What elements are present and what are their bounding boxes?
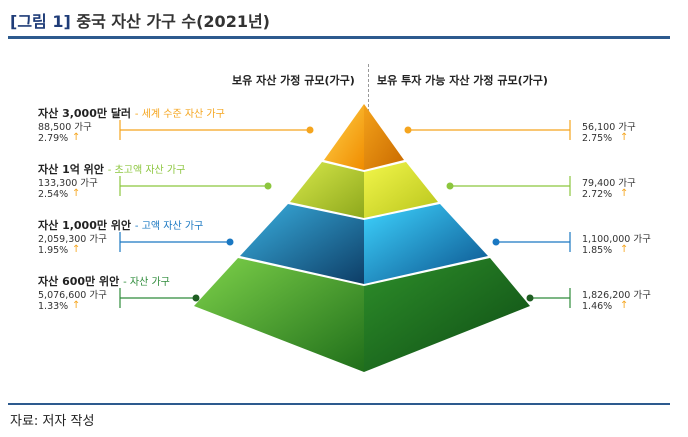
tier-1-title: 자산 3,000만 달러 - 세계 수준 자산 가구 bbox=[38, 105, 225, 121]
tier-2-total-arrow-icon: ↑ bbox=[72, 188, 81, 199]
tier-1-title-text: 자산 3,000만 달러 bbox=[38, 107, 132, 120]
tier-3-investable-households: 1,100,000 가구 bbox=[582, 234, 651, 245]
tier-4-investable-households: 1,826,200 가구 bbox=[582, 290, 651, 301]
tier-4-investable-growth: 1.46% bbox=[582, 301, 613, 312]
pyramid-tier-1-left bbox=[324, 104, 364, 170]
dot-left-tier-2 bbox=[264, 182, 272, 190]
tier-4-investable-arrow-icon: ↑ bbox=[620, 300, 629, 311]
tier-1-subtitle: - 세계 수준 자산 가구 bbox=[134, 109, 225, 120]
pyramid-tier-2-left bbox=[290, 162, 364, 218]
tier-2-investable-arrow-icon: ↑ bbox=[620, 188, 629, 199]
header-investable-assets: 보유 투자 가능 자산 가정 규모(가구) bbox=[377, 74, 548, 87]
tier-3-subtitle: - 고액 자산 가구 bbox=[134, 221, 204, 232]
tier-3-total-growth: 1.95% bbox=[38, 245, 69, 256]
tier-1-investable-households: 56,100 가구 bbox=[582, 122, 636, 133]
tier-3-investable-growth: 1.85% bbox=[582, 245, 613, 256]
tier-2-total-growth: 2.54% bbox=[38, 189, 69, 200]
pyramid-tier-1-right bbox=[364, 104, 404, 170]
tier-3-title-text: 자산 1,000만 위안 bbox=[38, 219, 132, 232]
figure-frame bbox=[8, 36, 670, 405]
tier-1-investable-arrow-icon: ↑ bbox=[620, 132, 629, 143]
pyramid-tier-3-right bbox=[364, 204, 488, 284]
pyramid-tier-2-right bbox=[364, 162, 438, 218]
pyramid-tier-4-left bbox=[194, 258, 364, 372]
tier-3-title: 자산 1,000만 위안 - 고액 자산 가구 bbox=[38, 217, 203, 233]
tier-2-investable-growth: 2.72% bbox=[582, 189, 613, 200]
figure-title-text: 중국 자산 가구 수(2021년) bbox=[76, 12, 270, 31]
tier-4-total-growth: 1.33% bbox=[38, 301, 69, 312]
figure-title: [그림 1] 중국 자산 가구 수(2021년) bbox=[10, 8, 270, 32]
dot-right-tier-1 bbox=[404, 126, 412, 134]
header-separator bbox=[368, 64, 369, 112]
tier-1-total-arrow-icon: ↑ bbox=[72, 132, 81, 143]
dot-right-tier-3 bbox=[492, 238, 500, 246]
tier-4-total-households: 5,076,600 가구 bbox=[38, 290, 107, 301]
figure-label: [그림 1] bbox=[10, 12, 71, 31]
dot-right-tier-2 bbox=[446, 182, 454, 190]
dot-right-tier-4 bbox=[526, 294, 534, 302]
tier-3-investable-arrow-icon: ↑ bbox=[620, 244, 629, 255]
tier-1-total-households: 88,500 가구 bbox=[38, 122, 92, 133]
source-note: 자료: 저자 작성 bbox=[10, 414, 95, 429]
dot-left-tier-3 bbox=[226, 238, 234, 246]
tier-4-title-text: 자산 600만 위안 bbox=[38, 275, 120, 288]
tier-2-subtitle: - 초고액 자산 가구 bbox=[107, 165, 186, 176]
tier-2-title: 자산 1억 위안 - 초고액 자산 가구 bbox=[38, 161, 185, 177]
pyramid-tier-3-left bbox=[240, 204, 364, 284]
tier-2-total-households: 133,300 가구 bbox=[38, 178, 98, 189]
tier-1-investable-growth: 2.75% bbox=[582, 133, 613, 144]
dot-left-tier-1 bbox=[306, 126, 314, 134]
tier-4-total-arrow-icon: ↑ bbox=[72, 300, 81, 311]
pyramid-tier-4-right bbox=[364, 258, 530, 372]
tier-1-total-growth: 2.79% bbox=[38, 133, 69, 144]
tier-2-investable-households: 79,400 가구 bbox=[582, 178, 636, 189]
tier-2-title-text: 자산 1억 위안 bbox=[38, 163, 104, 176]
tier-4-subtitle: - 자산 가구 bbox=[123, 277, 170, 288]
tier-3-total-households: 2,059,300 가구 bbox=[38, 234, 107, 245]
tier-3-total-arrow-icon: ↑ bbox=[72, 244, 81, 255]
tier-4-title: 자산 600만 위안 - 자산 가구 bbox=[38, 273, 170, 289]
header-total-assets: 보유 자산 가정 규모(가구) bbox=[232, 74, 355, 87]
dot-left-tier-4 bbox=[192, 294, 200, 302]
